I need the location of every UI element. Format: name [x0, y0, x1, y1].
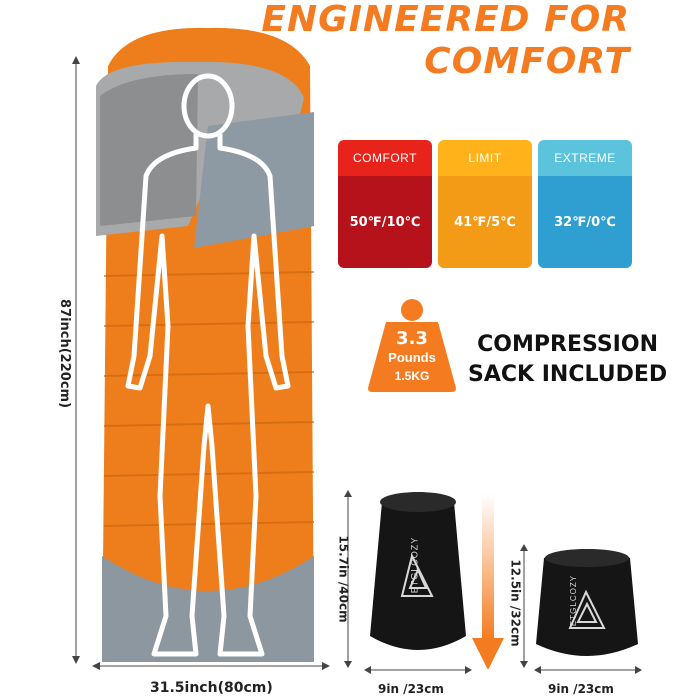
temp-card-comfort-head: COMFORT — [338, 140, 432, 176]
temp-card-limit-value: 41℉/5℃ — [438, 176, 532, 268]
temp-card-comfort: COMFORT 50℉/10℃ — [338, 140, 432, 268]
headline-line-2: COMFORT — [424, 41, 630, 82]
large-sack-dimension-lines — [344, 490, 352, 668]
temp-card-extreme-head: EXTREME — [538, 140, 632, 176]
small-sack-brand: ETGLCOZY — [569, 574, 579, 627]
length-label: 87inch(220cm) — [57, 298, 73, 409]
compression-line-1: COMPRESSION — [477, 332, 658, 357]
weight-value: 3.3 — [396, 328, 428, 349]
compression-line-2: SACK INCLUDED — [468, 362, 668, 387]
compression-text: COMPRESSION SACK INCLUDED — [468, 330, 667, 390]
small-sack-dimension-line — [520, 544, 528, 668]
headline-line-1: ENGINEERED FOR — [261, 0, 630, 40]
large-sack-width-label: 9in /23cm — [378, 682, 444, 696]
weight-badge-icon — [368, 299, 456, 392]
width-label: 31.5inch(80cm) — [150, 680, 273, 696]
headline-2: COMFORT — [424, 40, 630, 84]
weight-metric: 1.5KG — [394, 369, 430, 383]
weight-unit: Pounds — [388, 350, 436, 365]
temp-card-limit: LIMIT 41℉/5℃ — [438, 140, 532, 268]
width-dimension-line — [92, 662, 330, 670]
large-sack-width-line — [364, 666, 472, 674]
small-sack-width-line — [534, 666, 642, 674]
headline: ENGINEERED FOR — [261, 0, 630, 42]
small-sack-width-label: 9in /23cm — [548, 682, 614, 696]
arrow-down-icon — [472, 494, 504, 670]
small-sack — [536, 549, 638, 656]
large-sack-height-label: 15.7in /40cm — [336, 535, 351, 623]
temp-card-comfort-value: 50℉/10℃ — [338, 176, 432, 268]
temp-card-extreme: EXTREME 32℉/0℃ — [538, 140, 632, 268]
sleeping-bag-illustration — [96, 27, 315, 662]
large-sack-brand: ETGLCOZY — [409, 536, 420, 594]
small-sack-height-label: 12.5in /32cm — [508, 559, 523, 647]
temp-card-extreme-value: 32℉/0℃ — [538, 176, 632, 268]
large-sack — [370, 492, 466, 650]
length-dimension-line — [72, 56, 80, 664]
temp-card-limit-head: LIMIT — [438, 140, 532, 176]
